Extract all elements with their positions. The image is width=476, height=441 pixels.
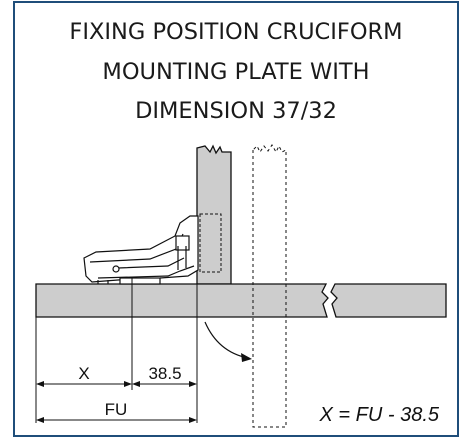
title-line-3: DIMENSION 37/32: [135, 98, 337, 124]
diagram-frame: [13, 1, 459, 437]
dimension-offset: [132, 381, 197, 387]
cabinet-panel-end: [330, 283, 447, 318]
formula-text: X = FU - 38.5: [319, 404, 440, 426]
hinge-cup-outline: [199, 213, 222, 273]
dimension-x-label: X: [78, 364, 89, 383]
extension-lines: [35, 278, 198, 423]
opening-arrowhead: [241, 353, 252, 362]
dimension-fu-label: FU: [105, 400, 128, 419]
door-panel: [196, 144, 232, 285]
dimension-fu: [36, 417, 197, 423]
dimension-x: [36, 381, 132, 387]
opening-arc: [204, 321, 249, 359]
title-line-1: FIXING POSITION CRUCIFORM: [69, 19, 403, 45]
dimension-offset-label: 38.5: [148, 364, 181, 383]
title-line-2: MOUNTING PLATE WITH: [102, 59, 370, 85]
cabinet-panel: [35, 283, 329, 318]
hinge-arm: [83, 215, 199, 285]
